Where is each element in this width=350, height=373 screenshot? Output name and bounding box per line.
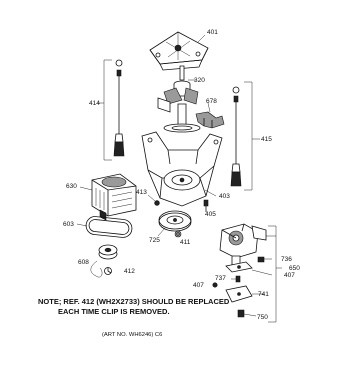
part-label-411[interactable]: 411	[180, 239, 191, 246]
part-403-gearcase-drawing	[141, 131, 223, 207]
part-label-407-lower[interactable]: 407	[193, 282, 204, 289]
replacement-note: NOTE; REF. 412 (WH2X2733) SHOULD BE REPL…	[38, 297, 338, 317]
part-label-750[interactable]: 750	[257, 314, 268, 321]
part-label-736[interactable]: 736	[281, 256, 292, 263]
note-line-1: NOTE; REF. 412 (WH2X2733) SHOULD BE REPL…	[38, 297, 230, 306]
part-label-603[interactable]: 603	[63, 221, 74, 228]
part-label-630[interactable]: 630	[66, 183, 77, 190]
part-630-motor-drawing	[79, 173, 137, 221]
part-label-725[interactable]: 725	[149, 237, 160, 244]
part-label-608[interactable]: 608	[78, 259, 89, 266]
part-401-cover-drawing	[149, 31, 209, 71]
part-label-320[interactable]: 320	[194, 77, 205, 84]
part-736-drawing	[257, 256, 272, 263]
note-line-2: EACH TIME CLIP IS REMOVED.	[58, 307, 170, 316]
part-label-412[interactable]: 412	[124, 268, 135, 275]
part-415-suspension-rod-right	[230, 81, 260, 191]
part-412-clip-drawing	[104, 267, 112, 275]
part-650-pump-assembly-drawing	[219, 223, 276, 267]
part-label-401[interactable]: 401	[207, 29, 218, 36]
part-label-403[interactable]: 403	[219, 193, 230, 200]
part-label-405[interactable]: 405	[205, 211, 216, 218]
part-650-bracket-leader	[268, 225, 282, 323]
part-411-nut-drawing	[174, 230, 182, 238]
art-number: (ART NO. WH6246) C6	[102, 332, 163, 338]
part-603-belt-drawing	[76, 216, 133, 238]
part-label-413[interactable]: 413	[136, 189, 147, 196]
part-413-fastener-drawing	[147, 194, 160, 206]
part-405-screw-drawing	[203, 199, 209, 212]
part-label-650[interactable]: 650	[289, 265, 300, 272]
part-label-741[interactable]: 741	[258, 291, 269, 298]
part-608-pulley-drawing	[90, 244, 118, 278]
part-label-414[interactable]: 414	[89, 100, 100, 107]
part-741-plate-drawing	[225, 285, 264, 303]
part-label-737[interactable]: 737	[215, 275, 226, 282]
part-737-drawing	[231, 275, 241, 283]
part-725-pulley-drawing	[157, 210, 192, 237]
part-320-shaft-drawing	[157, 65, 201, 133]
part-label-415[interactable]: 415	[261, 136, 272, 143]
part-407-plate-upper-drawing	[225, 261, 273, 276]
part-678-bracket-drawing	[195, 102, 225, 129]
part-750-screw-drawing	[237, 309, 257, 318]
part-label-678[interactable]: 678	[206, 98, 217, 105]
part-414-suspension-rod-left	[98, 59, 125, 161]
part-label-407-upper[interactable]: 407	[284, 272, 295, 279]
part-407-fastener-lower-drawing	[212, 282, 218, 288]
